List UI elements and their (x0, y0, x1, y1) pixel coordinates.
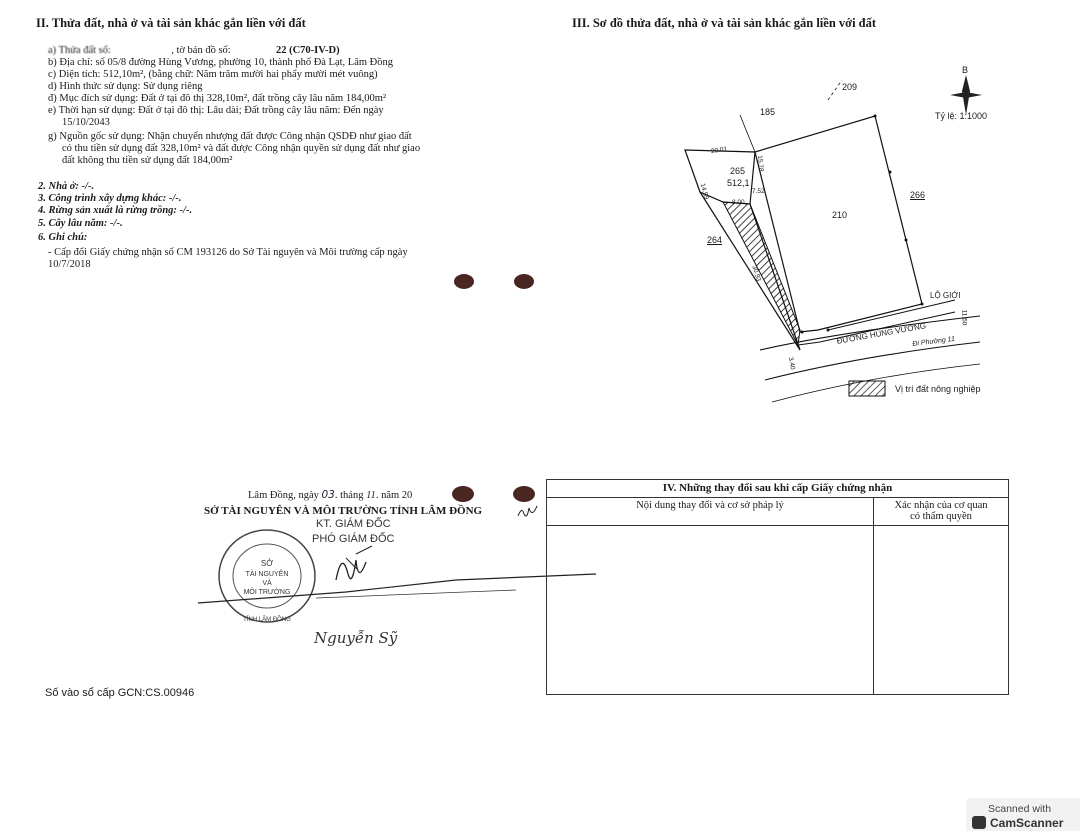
date-day: 03 (321, 489, 335, 501)
usage-term-date: 15/10/2043 (62, 117, 110, 128)
date-month: 11 (366, 490, 376, 501)
changes-confirmation-cell (873, 525, 1009, 695)
dimension-a: 7.52 (752, 188, 765, 195)
north-label: B (962, 65, 969, 75)
watermark-line-1: Scanned with (988, 803, 1052, 815)
parcel-210-label: 210 (832, 210, 848, 220)
parcel-265-label: 265 (730, 166, 746, 176)
redaction-mark (454, 274, 474, 289)
usage-purpose-line: đ) Mục đích sử dụng: Đất ở tại đô thị 32… (48, 93, 387, 104)
parcel-266-label: 266 (910, 190, 926, 200)
map-sheet-label: , tờ bản đồ số: (171, 45, 231, 56)
address-line: b) Địa chỉ: số 05/8 đường Hùng Vương, ph… (48, 57, 393, 68)
changes-table-wrapper: IV. Những thay đổi sau khi cấp Giấy chứn… (546, 479, 1009, 695)
handwritten-signature (197, 545, 597, 604)
legend-label: Vị trí đất nông nghiệp (895, 384, 981, 394)
legend-hatch-icon (848, 380, 886, 397)
parcel-diagram (684, 80, 981, 403)
camscanner-logo-icon (972, 816, 986, 829)
date-prefix: Lâm Đồng, ngày (248, 490, 319, 501)
signer-name: Nguyễn Sỹ (314, 629, 398, 647)
origin-line-2: có thu tiền sử dụng đất 328,10m² và đất … (62, 143, 421, 154)
scanner-watermark: Scanned with CamScanner (966, 798, 1080, 831)
dimension-right: 15.78 (755, 155, 765, 172)
north-arrow-icon (950, 75, 982, 115)
svg-text:TÀI NGUYÊN: TÀI NGUYÊN (246, 569, 289, 578)
note-line-1: - Cấp đổi Giấy chứng nhận số CM 193126 d… (48, 247, 408, 258)
parcel-264-label: 264 (707, 235, 723, 245)
parcel-209-label: 209 (842, 82, 858, 92)
initials-mark (517, 505, 538, 517)
changes-column-content: Nội dung thay đổi và cơ sở pháp lý (546, 497, 874, 526)
parcel-185-label: 185 (760, 107, 776, 117)
svg-text:VÀ: VÀ (262, 578, 272, 587)
watermark-line-2: CamScanner (990, 816, 1064, 830)
changes-content-cell (546, 525, 874, 695)
redaction-mark (513, 486, 535, 502)
scale-label: Tỷ lệ: 1:1000 (935, 111, 988, 121)
note-line-2: 10/7/2018 (48, 259, 91, 270)
agency-name: SỞ TÀI NGUYÊN VÀ MÔI TRƯỜNG TỈNH LÂM ĐỒN… (204, 505, 483, 517)
area-line: c) Diện tích: 512,10m², (bằng chữ: Năm t… (48, 69, 378, 80)
section-iii-title: III. Sơ đồ thửa đất, nhà ở và tài sản kh… (572, 16, 877, 30)
house-line: 2. Nhà ở: -/-. (38, 181, 95, 192)
signing-date: Lâm Đồng, ngày 03. tháng 11. năm 20 (248, 489, 413, 501)
svg-text:SỞ: SỞ (261, 559, 273, 568)
usage-form-line: d) Hình thức sử dụng: Sử dụng riêng (48, 81, 203, 92)
map-sheet-value: 22 (C70-IV-D) (275, 45, 340, 56)
section-ii-title: II. Thửa đất, nhà ở và tài sản khác gắn … (36, 16, 306, 30)
origin-line-3: đất không thu tiền sử dụng đất 184,00m² (62, 155, 233, 166)
road-boundary-label: LỘ GIỚI (930, 291, 961, 300)
redaction-mark (514, 274, 534, 289)
construction-line: 3. Công trình xây dựng khác: -/-. (38, 193, 182, 204)
parcel-number-line: a) Thửa đất số: , tờ bản đồ số: 22 (C70-… (48, 45, 340, 57)
parcel-area-label: 512,1 (727, 178, 750, 188)
confirmation-header-line-2: có thẩm quyền (910, 511, 972, 522)
svg-text:TỈNH LÂM ĐỒNG: TỈNH LÂM ĐỒNG (243, 616, 291, 623)
changes-column-confirmation: Xác nhận của cơ quan có thẩm quyền (873, 497, 1009, 526)
signer-title-2: PHÓ GIÁM ĐỐC (312, 533, 395, 545)
year-label: năm 20 (381, 490, 413, 501)
registry-number: Số vào sổ cấp GCN:CS.00946 (45, 687, 195, 699)
origin-line-1: g) Nguồn gốc sử dụng: Nhận chuyển nhượng… (48, 131, 412, 142)
dimension-d: 11.50 (960, 309, 968, 326)
dimension-b: 8.00 (732, 199, 745, 206)
svg-text:MÔI TRƯỜNG: MÔI TRƯỜNG (244, 587, 291, 596)
changes-table-title: IV. Những thay đổi sau khi cấp Giấy chứn… (546, 479, 1009, 498)
confirmation-header-line-1: Xác nhận của cơ quan (894, 500, 988, 511)
month-label: tháng (340, 490, 364, 501)
forest-line: 4. Rừng sản xuất là rừng trồng: -/-. (38, 205, 193, 216)
changes-table: IV. Những thay đổi sau khi cấp Giấy chứn… (546, 479, 1009, 695)
parcel-number-label: a) Thửa đất số: (48, 45, 111, 56)
redaction-mark (452, 486, 474, 502)
official-seal: SỞ TÀI NGUYÊN VÀ MÔI TRƯỜNG TỈNH LÂM ĐỒN… (218, 529, 316, 623)
usage-term-line: e) Thời hạn sử dụng: Đất ở tại đô thị: L… (48, 105, 384, 116)
notes-title: 6. Ghi chú: (38, 232, 88, 243)
perennial-line: 5. Cây lâu năm: -/-. (38, 218, 123, 229)
signer-title-1: KT. GIÁM ĐỐC (316, 518, 391, 530)
